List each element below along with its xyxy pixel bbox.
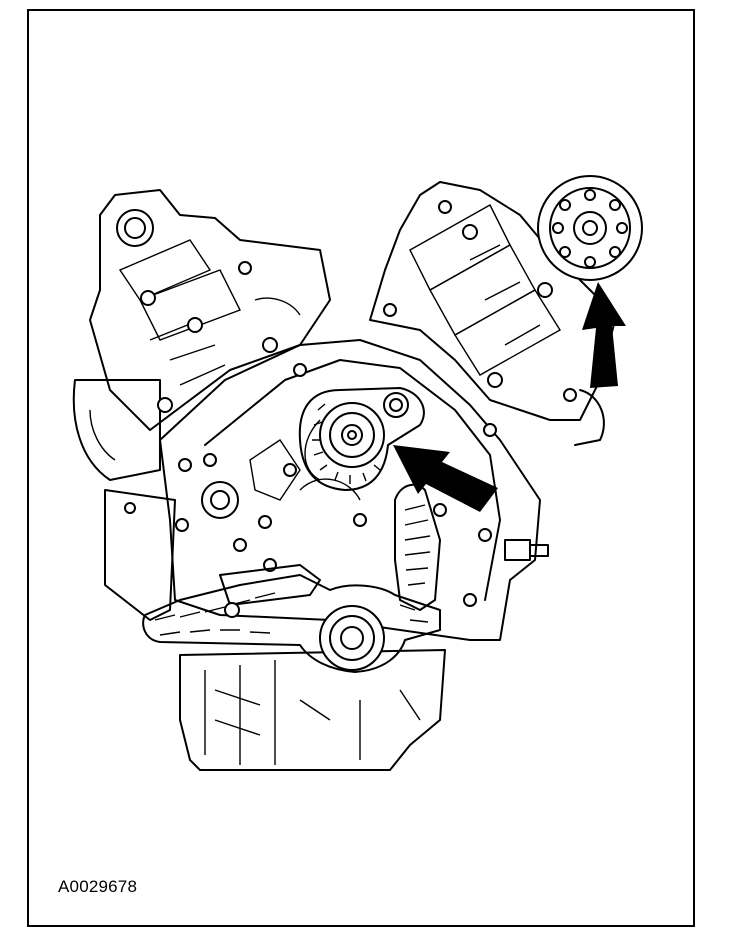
left-cylinder-head [89, 189, 331, 431]
chain-guide [394, 483, 441, 611]
oil-pan-lower-block [179, 649, 446, 771]
engine-block-front-cover [159, 339, 549, 641]
figure-frame [27, 9, 695, 927]
arrow-to-right-cam-sprocket [582, 282, 626, 388]
right-camshaft-sprocket [537, 175, 643, 281]
arrow-to-left-cam-sprocket [393, 445, 498, 512]
left-camshaft-sprocket [298, 387, 425, 491]
figure-reference-code: A0029678 [58, 877, 138, 896]
left-block-side [72, 379, 176, 621]
crankshaft-sprocket-and-chain [142, 564, 441, 673]
